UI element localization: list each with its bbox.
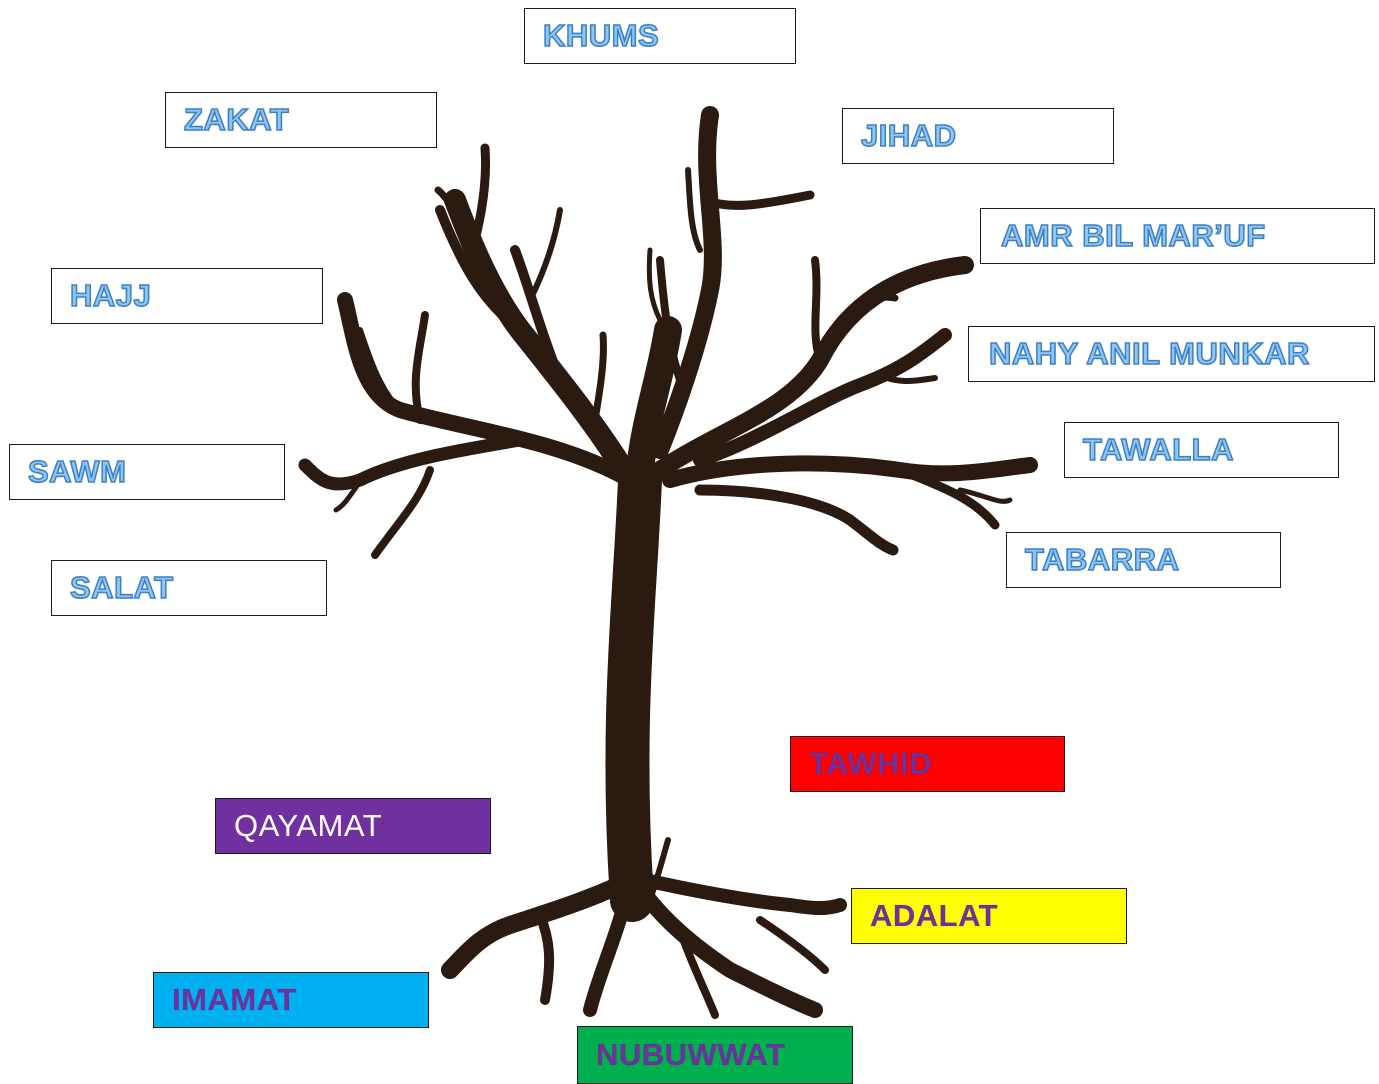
label-zakat: ZAKAT	[165, 92, 437, 148]
tree-trunk	[605, 458, 662, 922]
label-tabarra: TABARRA	[1006, 532, 1281, 588]
label-text: ADALAT	[870, 898, 999, 934]
label-sawm: SAWM	[9, 444, 285, 500]
label-text: NAHY ANIL MUNKAR	[988, 335, 1310, 372]
label-text: SALAT	[69, 569, 174, 606]
label-imamat: IMAMAT	[153, 972, 429, 1028]
label-tawhid: TAWHID	[790, 736, 1065, 792]
label-text: NUBUWWAT	[596, 1037, 786, 1073]
label-nahy-anil-munkar: NAHY ANIL MUNKAR	[968, 326, 1375, 382]
label-khums: KHUMS	[524, 8, 796, 64]
label-text: TAWHID	[809, 746, 932, 782]
label-qayamat: QAYAMAT	[215, 798, 491, 854]
label-adalat: ADALAT	[851, 888, 1127, 944]
label-text: TAWALLA	[1082, 431, 1235, 468]
label-text: QAYAMAT	[234, 808, 383, 843]
label-hajj: HAJJ	[51, 268, 323, 324]
label-salat: SALAT	[51, 560, 327, 616]
label-text: KHUMS	[542, 17, 660, 54]
label-text: SAWM	[27, 453, 127, 490]
label-tawalla: TAWALLA	[1064, 422, 1339, 478]
label-text: ZAKAT	[183, 101, 290, 138]
label-text: IMAMAT	[172, 982, 297, 1018]
label-amr-bil-maruf: AMR BIL MAR’UF	[980, 208, 1375, 264]
label-nubuwwat: NUBUWWAT	[577, 1026, 853, 1084]
label-text: TABARRA	[1024, 541, 1180, 578]
label-text: AMR BIL MAR’UF	[1000, 217, 1266, 254]
label-text: HAJJ	[69, 277, 152, 314]
label-jihad: JIHAD	[842, 108, 1114, 164]
label-text: JIHAD	[860, 117, 957, 154]
